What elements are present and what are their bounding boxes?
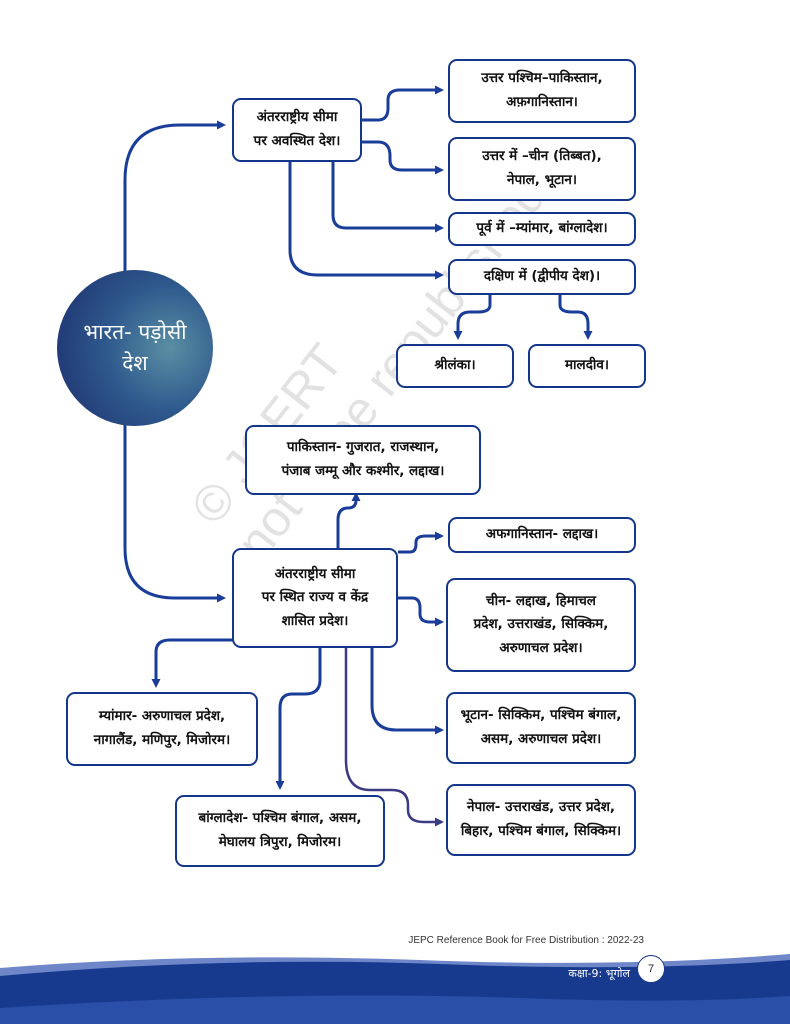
north-node: उत्तर में –चीन (तिब्बत), नेपाल, भूटान। [448,137,636,201]
east-node: पूर्व में –म्यांमार, बांग्लादेश। [448,212,636,246]
bottom-heading-node: अंतरराष्ट्रीय सीमा पर स्थित राज्य व केंद… [232,548,398,648]
pakistan-states-node: पाकिस्तान- गुजरात, राजस्थान, पंजाब जम्मू… [245,425,481,495]
srilanka-node: श्रीलंका। [396,344,514,388]
footer-wave-decoration [0,954,790,1024]
top-heading-node: अंतरराष्ट्रीय सीमा पर अवस्थित देश। [232,98,362,162]
south-node: दक्षिण में (द्वीपीय देश)। [448,259,636,295]
afghanistan-states-node: अफगानिस्तान- लद्दाख। [448,517,636,553]
distribution-note: JEPC Reference Book for Free Distributio… [408,935,644,946]
bhutan-states-node: भूटान- सिक्किम, पश्चिम बंगाल, असम, अरुणा… [446,692,636,764]
china-states-node: चीन- लद्दाख, हिमाचल प्रदेश, उत्तराखंड, स… [446,578,636,672]
center-hub-node: भारत- पड़ोसी देश [57,270,213,426]
maldives-node: मालदीव। [528,344,646,388]
subject-label: कक्षा-9: भूगोल [568,967,630,980]
northwest-node: उत्तर पश्चिम–पाकिस्तान, अफ़गानिस्तान। [448,59,636,123]
myanmar-states-node: म्यांमार- अरुणाचल प्रदेश, नागालैंड, मणिप… [66,692,258,766]
bangladesh-states-node: बांग्लादेश- पश्चिम बंगाल, असम, मेघालय त्… [175,795,385,867]
page-number: 7 [637,955,665,983]
nepal-states-node: नेपाल- उत्तराखंड, उत्तर प्रदेश, बिहार, प… [446,784,636,856]
